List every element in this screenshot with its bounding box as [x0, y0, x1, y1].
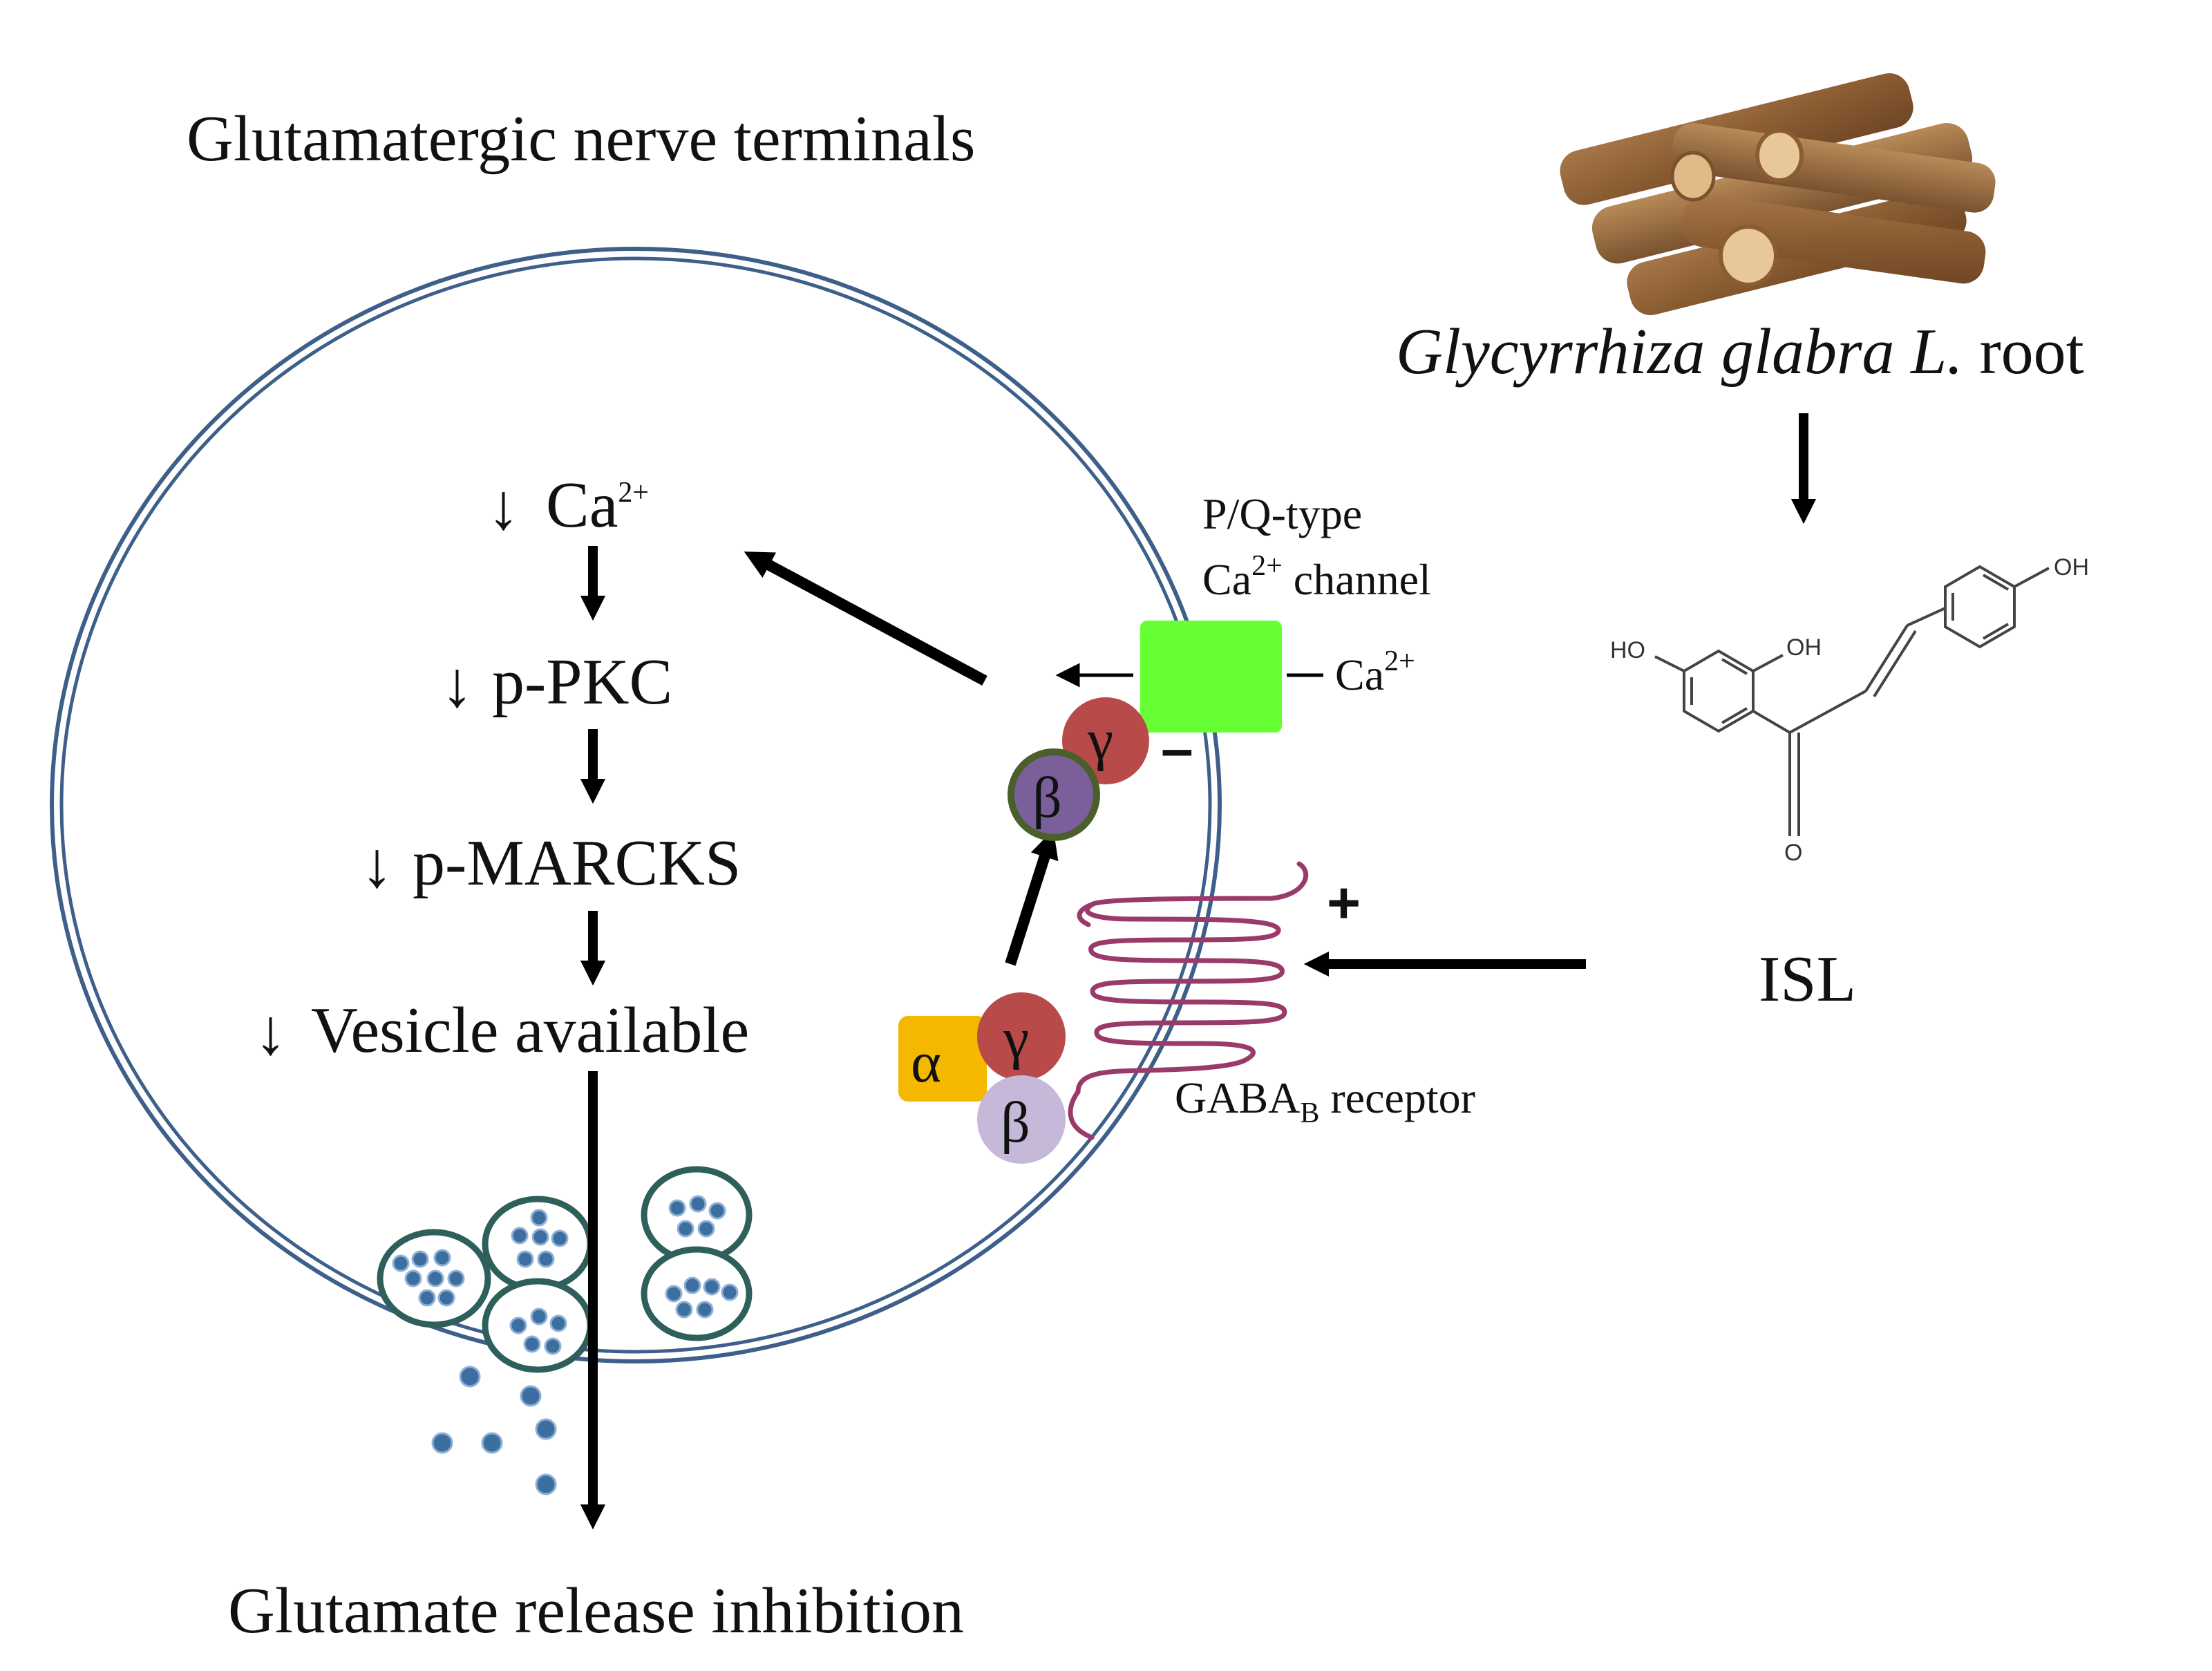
inhibition-sign: –: [1161, 716, 1193, 781]
nerve-terminal-membrane: [50, 247, 1222, 1363]
beta-subunit: [977, 1075, 1066, 1164]
licorice-root-image: [1560, 73, 1996, 316]
gaba-b-receptor: [1068, 861, 1308, 1140]
pq-calcium-channel: [1140, 621, 1282, 733]
alpha-subunit: [898, 1016, 987, 1102]
svg-text:↓: ↓: [254, 997, 287, 1068]
svg-text:β: β: [1001, 1091, 1030, 1155]
beta-subunit-bound: [1008, 748, 1100, 841]
vesicle: [482, 1196, 594, 1292]
vesicle-available-label: ↓ Vesicle available: [254, 994, 749, 1068]
pkc-label: ↓ p-PKC: [441, 646, 672, 721]
isl-oh-mid-label: OH: [1786, 634, 1822, 661]
calcium-level-label: ↓ Ca2+: [487, 469, 649, 543]
isl-chemical-structure: [1654, 565, 2050, 836]
source-plant-label: Glycyrrhiza glabra L. root: [1396, 316, 2084, 388]
isl-label: ISL: [1759, 943, 1856, 1015]
g-protein-heterotrimer: α γ β: [898, 992, 1066, 1164]
svg-text:γ: γ: [1087, 708, 1113, 772]
svg-text:↓: ↓: [487, 471, 520, 543]
channel-type-label: Ca2+ channel: [1202, 550, 1431, 604]
svg-text:↓: ↓: [441, 649, 473, 721]
vesicle: [641, 1246, 753, 1341]
svg-text:γ: γ: [1003, 1006, 1029, 1070]
vesicle: [482, 1278, 594, 1373]
beta-gamma-dimer: γ β: [1008, 697, 1149, 841]
svg-text:β: β: [1032, 766, 1062, 830]
diagram-title: Glutamatergic nerve terminals: [187, 103, 976, 175]
svg-text:p-MARCKS: p-MARCKS: [413, 827, 741, 899]
svg-text:Vesicle available: Vesicle available: [311, 994, 749, 1066]
released-glutamate: [431, 1366, 557, 1495]
channel-name-label: P/Q-type: [1202, 489, 1362, 538]
isl-ho-left-label: HO: [1610, 637, 1645, 663]
svg-text:Ca2+: Ca2+: [546, 469, 649, 541]
svg-text:↓: ↓: [361, 829, 393, 901]
marcks-label: ↓ p-MARCKS: [361, 827, 741, 901]
outcome-label: Glutamate release inhibition: [228, 1575, 964, 1647]
vesicle: [377, 1229, 491, 1328]
svg-text:p-PKC: p-PKC: [492, 646, 672, 718]
extracellular-calcium-label: Ca2+: [1335, 645, 1415, 699]
gamma-subunit: [977, 992, 1066, 1081]
gaba-b-receptor-label: GABAB receptor: [1175, 1073, 1475, 1129]
synaptic-vesicles: [377, 1166, 753, 1495]
arrow-channel-to-calcium: [744, 551, 987, 686]
activation-sign: +: [1327, 870, 1361, 935]
svg-text:α: α: [911, 1030, 941, 1095]
isl-oh-top-label: OH: [2054, 554, 2089, 580]
arrow-gprotein-to-betagamma: [1005, 829, 1059, 966]
isl-o-label: O: [1784, 840, 1802, 866]
